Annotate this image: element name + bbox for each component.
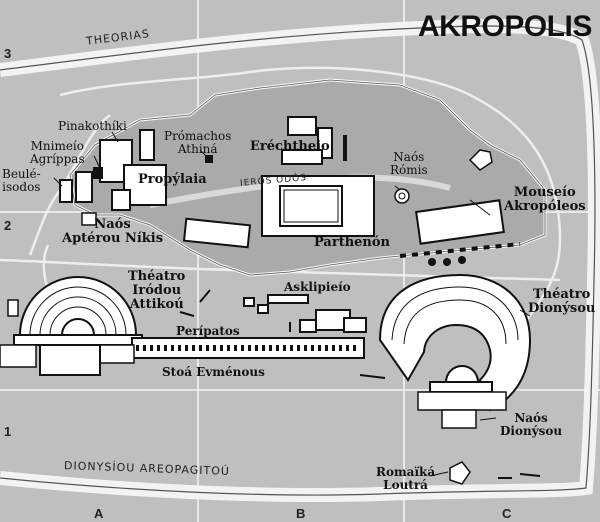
romaika-loutra — [449, 461, 471, 485]
asklipieio-building — [243, 294, 367, 333]
label-mnimeio-agrippas: Mnimeío Agríppas — [30, 139, 85, 166]
parthenon-building — [261, 175, 375, 237]
naos-romis-circle — [394, 188, 410, 204]
label-pinakothiki: Pinakothíki — [58, 119, 127, 133]
label-beule-isodos: Beulé- isodos — [2, 167, 41, 194]
label-stoa-evmenous: Stoá Evménous — [162, 365, 265, 379]
beule-gate — [59, 167, 103, 203]
south-wall — [399, 242, 521, 258]
label-naos-apterou-nikis: Naós Aptérou Níkis — [62, 217, 164, 246]
grid-label-1: 1 — [4, 424, 12, 439]
label-erechtheio: Eréchtheio — [250, 139, 330, 154]
dots — [428, 256, 466, 266]
theatre-dionysou — [378, 273, 532, 412]
nike-temple — [81, 212, 97, 226]
label-propylaia: Propýlaia — [138, 172, 207, 187]
label-asklipieio: Asklipieío — [284, 280, 351, 294]
label-parthenon: Parthenón — [314, 235, 391, 250]
label-mouseio-akropoleos: Mouseío Akropóleos — [504, 185, 586, 214]
stoa-evmenous — [99, 337, 365, 364]
label-romaika-loutra: Romaïká Loutrá — [376, 465, 436, 492]
naos-dionysou — [441, 409, 477, 429]
label-promachos-athina: Prómachos Athiná — [164, 129, 232, 156]
west-buildings — [0, 299, 37, 368]
grid-label-c: C — [502, 506, 512, 521]
museum-building — [415, 199, 505, 245]
map-title: AKROPOLIS — [418, 10, 592, 43]
leader-lines — [53, 131, 531, 477]
grid-label-b: B — [296, 506, 306, 521]
label-peripatos: Perípatos — [176, 324, 240, 338]
propylaia-building — [99, 129, 167, 211]
label-naos-romis: Naós Rómis — [390, 150, 428, 177]
label-naos-dionysou: Naós Dionýsou — [500, 411, 563, 438]
misc-walls — [39, 289, 541, 479]
label-theatro-irodou-attikou: Théatro Iródou Attikoú — [128, 269, 186, 312]
label-theatro-dionysou: Théatro Dionýsou — [528, 287, 596, 316]
grid-label-a: A — [94, 506, 104, 521]
erechtheio-building — [281, 116, 333, 165]
grid-label-3: 3 — [4, 46, 12, 61]
promachos-marker — [205, 155, 213, 163]
grid-label-2: 2 — [4, 218, 12, 233]
odeon-herodes — [13, 276, 143, 376]
